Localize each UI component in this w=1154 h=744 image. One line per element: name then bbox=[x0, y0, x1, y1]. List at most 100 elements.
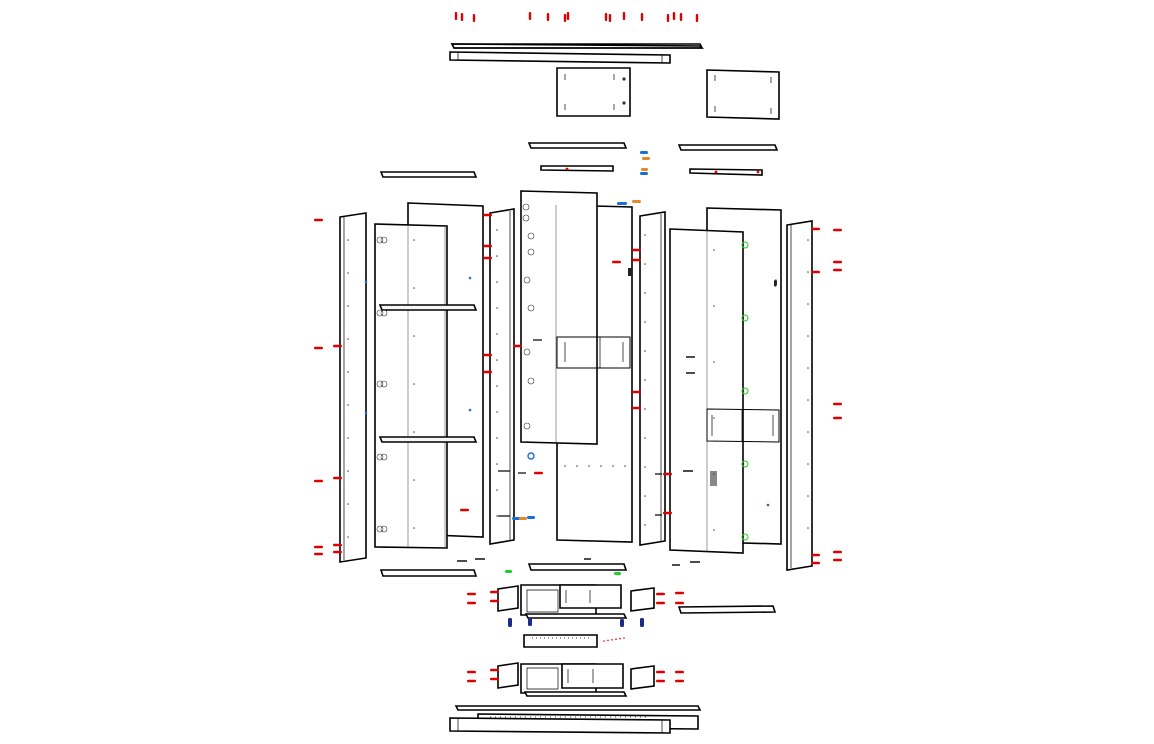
panel-dot bbox=[496, 307, 498, 309]
panel-dot bbox=[807, 239, 809, 241]
left-glass-shelf-lower bbox=[378, 436, 478, 443]
dowel-vertical bbox=[528, 12, 532, 20]
dowel-horizontal bbox=[490, 668, 499, 672]
right-hinge-markers bbox=[741, 241, 749, 541]
panel-dot bbox=[413, 335, 415, 337]
dowel-horizontal bbox=[656, 601, 665, 605]
bottom-left-shelf bbox=[379, 569, 478, 577]
panel-dot bbox=[644, 292, 646, 294]
panel-dot bbox=[496, 437, 498, 439]
dowel-trace bbox=[619, 637, 621, 640]
top-right-back-panel bbox=[706, 69, 780, 120]
panel-dot bbox=[644, 263, 646, 265]
dowel-horizontal bbox=[333, 344, 342, 348]
dowel-vertical bbox=[608, 14, 612, 22]
dowel-horizontal bbox=[663, 472, 672, 476]
dowel-horizontal bbox=[483, 256, 492, 260]
dowel-horizontal bbox=[490, 590, 499, 594]
right-drawer-box bbox=[706, 408, 780, 443]
panel-dot bbox=[644, 321, 646, 323]
panel-dot bbox=[588, 465, 590, 467]
panel-dot bbox=[564, 465, 566, 467]
dowel-horizontal bbox=[632, 258, 641, 262]
center-blue-ring bbox=[527, 452, 535, 460]
panel-dot bbox=[413, 287, 415, 289]
panel-dot bbox=[807, 399, 809, 401]
lower-drawer-box bbox=[520, 663, 628, 697]
dowel-horizontal bbox=[675, 591, 684, 595]
panel-dot bbox=[496, 281, 498, 283]
top-left-back-panel bbox=[556, 67, 631, 117]
dowel-horizontal bbox=[632, 248, 641, 252]
upper-drawer-left-side bbox=[497, 585, 519, 612]
top-frame-rail bbox=[449, 51, 671, 64]
panel-dot bbox=[807, 303, 809, 305]
panel-dot bbox=[347, 404, 349, 406]
dowel-horizontal bbox=[467, 601, 476, 605]
dowel-horizontal bbox=[811, 227, 820, 231]
panel-dot bbox=[644, 437, 646, 439]
bottom-small-marks bbox=[457, 558, 700, 575]
dowel-trace bbox=[603, 640, 605, 642]
dowel-horizontal bbox=[490, 677, 499, 681]
panel-dot bbox=[807, 463, 809, 465]
dowel-vertical bbox=[666, 14, 670, 22]
dowel-horizontal bbox=[632, 406, 641, 410]
panel-dot bbox=[413, 239, 415, 241]
dowel-horizontal bbox=[833, 550, 842, 554]
top-dowels bbox=[454, 12, 699, 22]
plinth-panel bbox=[449, 705, 702, 734]
left-outer-side-panel bbox=[339, 212, 367, 563]
upper-rail-left bbox=[540, 165, 614, 172]
panel-dot bbox=[807, 335, 809, 337]
dowel-horizontal bbox=[612, 260, 621, 264]
dowel-horizontal bbox=[811, 561, 820, 565]
mid-hardware-marks bbox=[364, 276, 770, 520]
dowel-horizontal bbox=[675, 670, 684, 674]
upper-small-shelf-left bbox=[527, 142, 628, 149]
dowel-trace bbox=[615, 638, 617, 640]
dowel-horizontal bbox=[483, 244, 492, 248]
upper-small-shelf-right bbox=[677, 144, 779, 151]
panel-dot bbox=[807, 527, 809, 529]
panel-dot bbox=[496, 385, 498, 387]
lower-drawer-right-side bbox=[630, 665, 655, 690]
top-cornice-panel bbox=[450, 43, 704, 49]
panel-dot bbox=[713, 249, 715, 251]
dowel-horizontal bbox=[663, 511, 672, 515]
center-door-holes bbox=[522, 203, 535, 430]
dowel-horizontal bbox=[333, 543, 342, 547]
panel-dot bbox=[496, 333, 498, 335]
panel-dot bbox=[347, 470, 349, 472]
dowel-horizontal bbox=[534, 471, 543, 475]
dowel-horizontal bbox=[656, 679, 665, 683]
panel-dot bbox=[496, 229, 498, 231]
dowel-horizontal bbox=[833, 228, 842, 232]
upper-fittings bbox=[565, 151, 760, 205]
panel-dot bbox=[347, 371, 349, 373]
dowel-horizontal bbox=[632, 390, 641, 394]
dowel-horizontal bbox=[333, 550, 342, 554]
panel-dot bbox=[496, 515, 498, 517]
dowel-horizontal bbox=[656, 592, 665, 596]
left-hinge-holes bbox=[376, 236, 388, 533]
panel-dot bbox=[413, 431, 415, 433]
panel-dot bbox=[496, 411, 498, 413]
panel-dot bbox=[496, 255, 498, 257]
panel-dot bbox=[600, 465, 602, 467]
panel-dot bbox=[807, 495, 809, 497]
dowel-horizontal bbox=[675, 679, 684, 683]
panel-dot bbox=[713, 473, 715, 475]
upper-rail-right bbox=[689, 168, 763, 176]
dowel-vertical bbox=[622, 12, 626, 20]
bottom-center-shelf bbox=[527, 563, 628, 571]
dowel-vertical bbox=[604, 13, 608, 21]
dowel-vertical bbox=[472, 14, 476, 22]
panel-dot bbox=[713, 305, 715, 307]
dowel-horizontal bbox=[460, 508, 469, 512]
panel-dot bbox=[807, 271, 809, 273]
right-front-door bbox=[669, 228, 744, 554]
panel-dot bbox=[496, 359, 498, 361]
panel-dot bbox=[644, 524, 646, 526]
panel-dot bbox=[644, 466, 646, 468]
